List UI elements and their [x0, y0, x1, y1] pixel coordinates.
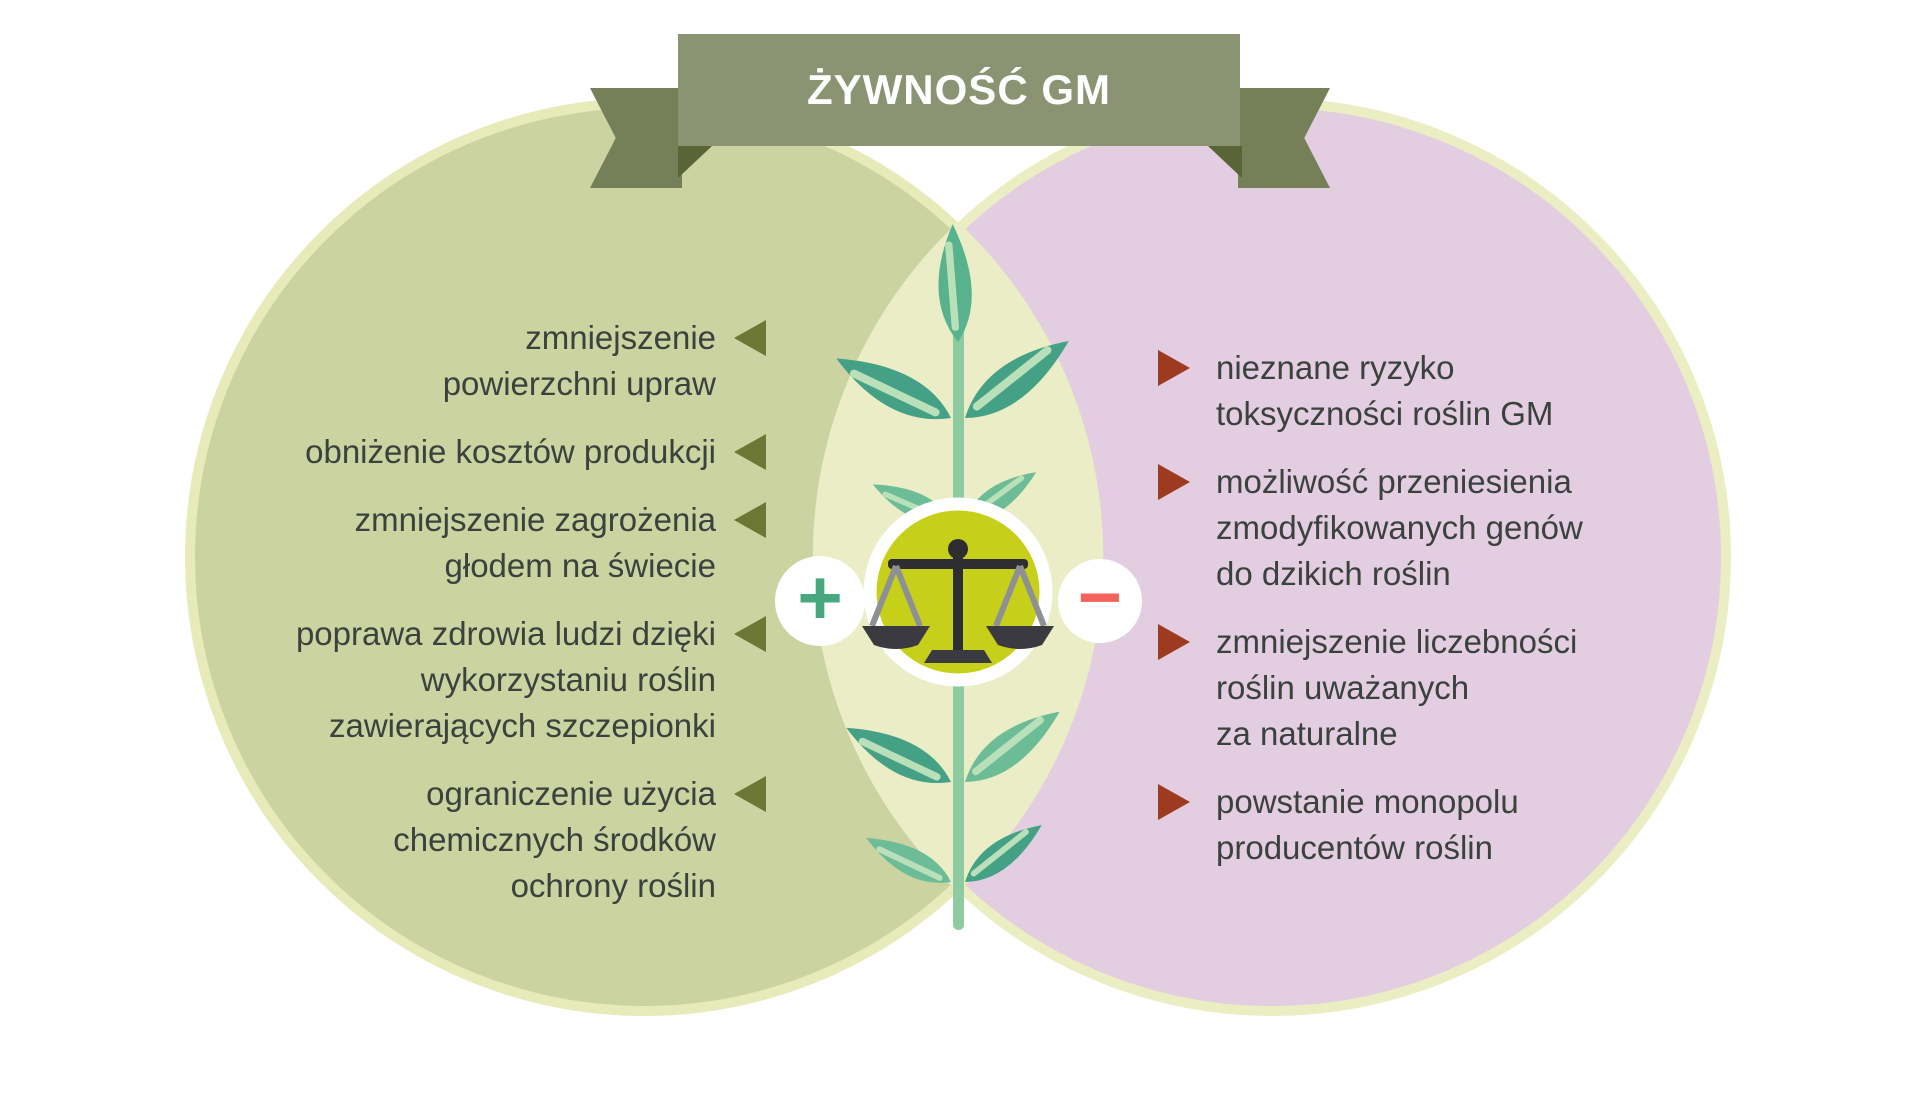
triangle-right-icon	[1158, 784, 1190, 820]
cons-list: nieznane ryzyko toksyczności roślin GM m…	[1158, 345, 1583, 871]
cons-item: powstanie monopolu producentów roślin	[1158, 779, 1519, 871]
triangle-left-icon	[734, 616, 766, 652]
pros-item: ograniczenie użycia chemicznych środków …	[393, 771, 766, 909]
pros-item-text: zmniejszenie powierzchni upraw	[442, 319, 716, 402]
plus-icon: +	[797, 552, 843, 641]
pros-list: zmniejszenie powierzchni upraw obniżenie…	[296, 315, 766, 909]
pros-item-text: poprawa zdrowia ludzi dzięki wykorzystan…	[295, 615, 716, 744]
pros-item: zmniejszenie powierzchni upraw	[443, 315, 766, 407]
banner-rect: ŻYWNOŚĆ GM	[678, 34, 1240, 146]
pros-item: obniżenie kosztów produkcji	[305, 429, 766, 475]
cons-item-text: możliwość przeniesienia zmodyfikowanych …	[1216, 463, 1583, 592]
cons-item: zmniejszenie liczebności roślin uważanyc…	[1158, 619, 1577, 757]
page-title: ŻYWNOŚĆ GM	[807, 66, 1111, 113]
cons-item-text: zmniejszenie liczebności roślin uważanyc…	[1216, 623, 1578, 752]
minus-icon: −	[1077, 554, 1123, 640]
plus-badge: +	[775, 553, 865, 646]
cons-item-text: nieznane ryzyko toksyczności roślin GM	[1216, 349, 1554, 432]
triangle-right-icon	[1158, 624, 1190, 660]
triangle-left-icon	[734, 320, 766, 356]
triangle-left-icon	[734, 502, 766, 538]
pros-item: poprawa zdrowia ludzi dzięki wykorzystan…	[296, 611, 766, 749]
minus-badge: −	[1058, 555, 1142, 643]
pros-item-text: zmniejszenie zagrożenia głodem na świeci…	[354, 501, 716, 584]
pros-item-text: obniżenie kosztów produkcji	[305, 433, 716, 470]
pros-item-text: ograniczenie użycia chemicznych środków …	[393, 775, 716, 904]
cons-item: możliwość przeniesienia zmodyfikowanych …	[1158, 459, 1583, 597]
triangle-right-icon	[1158, 350, 1190, 386]
triangle-left-icon	[734, 434, 766, 470]
pros-item: zmniejszenie zagrożenia głodem na świeci…	[355, 497, 766, 589]
triangle-left-icon	[734, 776, 766, 812]
cons-item-text: powstanie monopolu producentów roślin	[1216, 783, 1519, 866]
cons-item: nieznane ryzyko toksyczności roślin GM	[1158, 345, 1553, 437]
triangle-right-icon	[1158, 464, 1190, 500]
